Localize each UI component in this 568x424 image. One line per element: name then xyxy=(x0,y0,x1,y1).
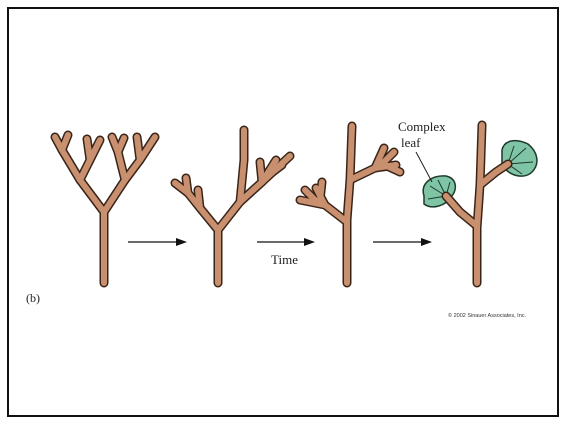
leaf-web-right xyxy=(501,139,538,177)
right-arrow-icon xyxy=(128,238,187,246)
copyright-text: © 2002 Sinauer Associates, Inc. xyxy=(448,312,527,319)
dichotomous-branch-icon xyxy=(50,130,160,288)
complex-leaf-leader-line xyxy=(415,151,433,183)
overtopping-branch-icon xyxy=(170,125,295,288)
webbed-branch-icon xyxy=(422,120,538,288)
complex-leaf-label-line1: Complex xyxy=(398,119,446,134)
planation-branch-icon xyxy=(295,121,405,288)
complex-leaf-label-line2: leaf xyxy=(401,135,421,150)
right-arrow-icon xyxy=(257,238,315,246)
right-arrow-icon xyxy=(373,238,432,246)
panel-label: (b) xyxy=(26,291,40,305)
time-label: Time xyxy=(271,252,298,267)
